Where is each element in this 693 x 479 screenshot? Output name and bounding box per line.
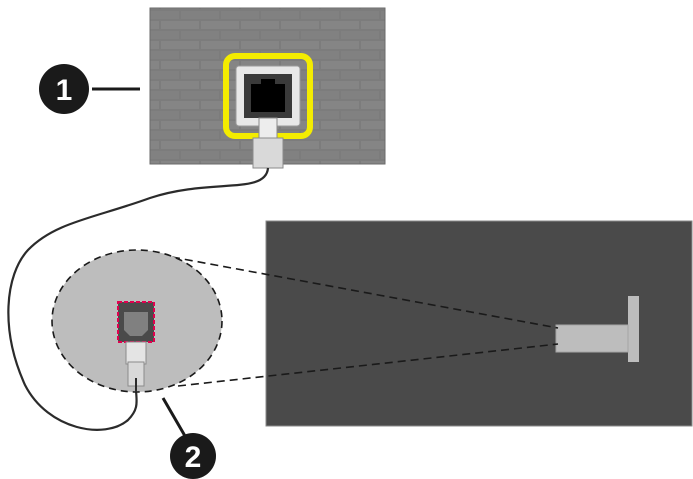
zoom-lines	[171, 256, 559, 387]
ethernet-cable-icon	[7, 167, 270, 431]
tv-port-small	[555, 296, 639, 362]
callout-1: 1	[39, 64, 140, 114]
callout-2-label: 2	[185, 441, 202, 474]
tv-lan-port-icon	[117, 301, 155, 392]
tv-back-panel-icon	[265, 220, 693, 427]
callout-2: 2	[161, 397, 216, 479]
callout-1-label: 1	[56, 74, 73, 107]
wall-plug	[252, 117, 284, 169]
